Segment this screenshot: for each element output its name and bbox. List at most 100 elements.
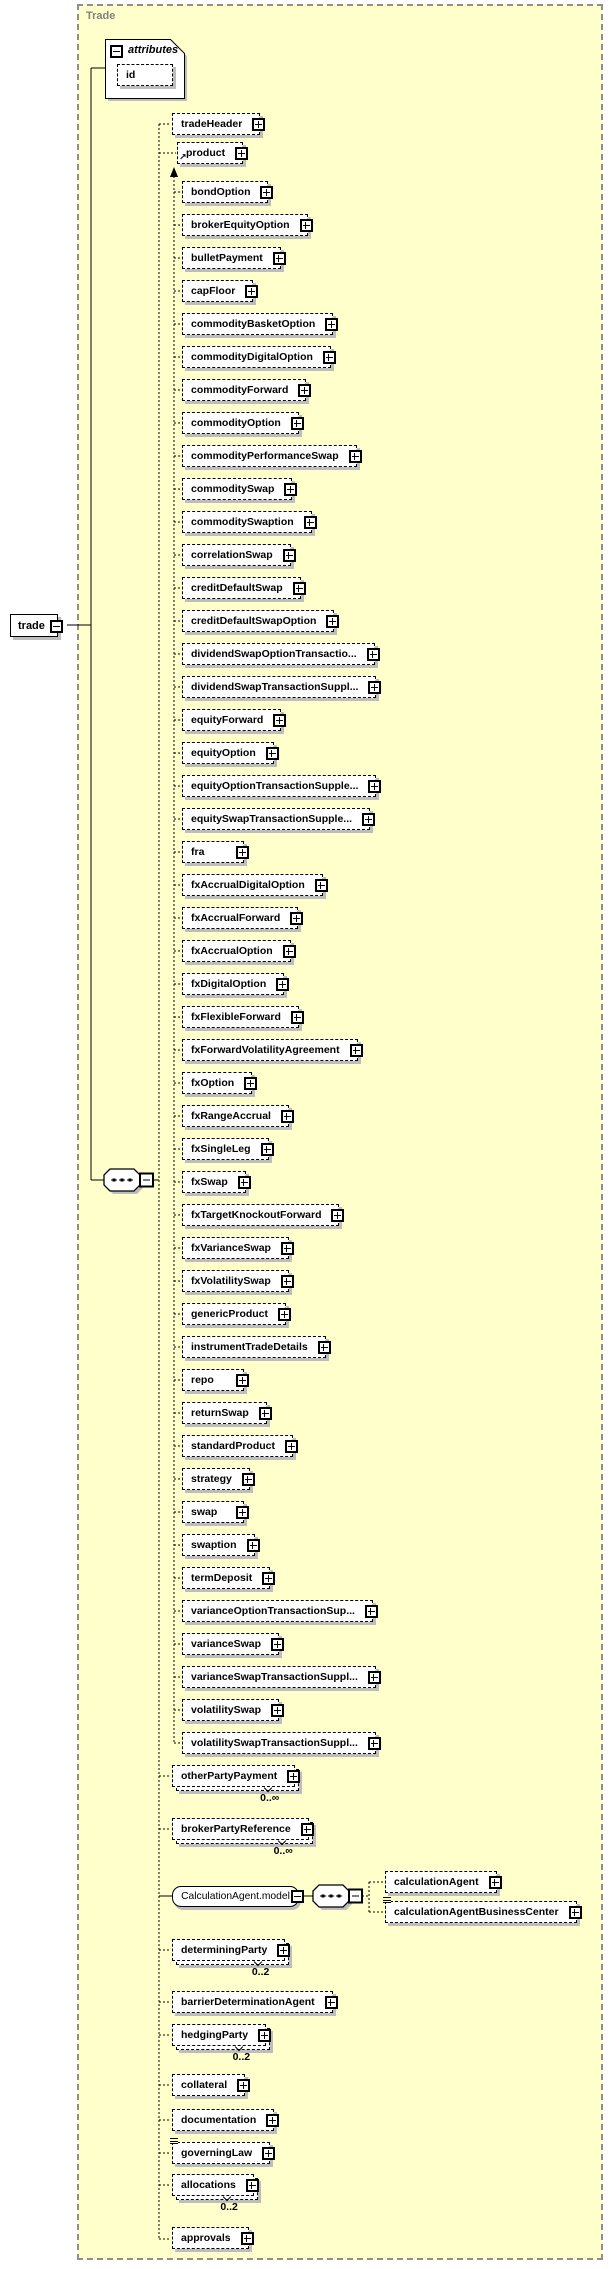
element-node-dividendSwapOptionTransactio[interactable]: dividendSwapOptionTransactio...: [182, 643, 380, 665]
element-box[interactable]: fxTargetKnockoutForward: [182, 1204, 345, 1226]
expand-icon[interactable]: [237, 2079, 251, 2092]
element-node-equityForward[interactable]: equityForward: [182, 709, 287, 731]
element-node-brokerEquityOption[interactable]: brokerEquityOption: [182, 214, 313, 236]
element-box[interactable]: equityOption: [182, 742, 279, 764]
element-box[interactable]: commoditySwaption: [182, 511, 317, 533]
expand-icon[interactable]: [258, 2029, 272, 2042]
element-node-fxVarianceSwap[interactable]: fxVarianceSwap: [182, 1237, 294, 1259]
expand-icon[interactable]: [262, 2147, 276, 2160]
expand-icon[interactable]: [299, 219, 313, 232]
collapse-icon[interactable]: [110, 45, 123, 58]
attribute-node-id[interactable]: id: [117, 64, 173, 86]
expand-icon[interactable]: [272, 252, 286, 265]
element-node-fxTargetKnockoutForward[interactable]: fxTargetKnockoutForward: [182, 1204, 345, 1226]
model-group-box[interactable]: CalculationAgent.model: [172, 1886, 304, 1907]
element-box[interactable]: collateral: [172, 2074, 251, 2096]
element-box[interactable]: determiningParty: [172, 1939, 291, 1961]
element-box[interactable]: instrumentTradeDetails: [182, 1336, 331, 1358]
expand-icon[interactable]: [271, 1704, 285, 1717]
element-box[interactable]: fxSingleLeg: [182, 1138, 274, 1160]
expand-icon[interactable]: [568, 1906, 582, 1919]
element-node-creditDefaultSwap[interactable]: creditDefaultSwap: [182, 577, 306, 599]
expand-icon[interactable]: [278, 1308, 292, 1321]
element-box[interactable]: calculationAgentBusinessCenter: [383, 1897, 582, 1923]
element-box[interactable]: otherPartyPayment: [172, 1765, 301, 1787]
element-box[interactable]: commodityForward: [182, 379, 312, 401]
expand-icon[interactable]: [290, 417, 304, 430]
element-box[interactable]: equityOptionTransactionSupple...: [182, 775, 382, 797]
element-node-commodityPerformanceSwap[interactable]: commodityPerformanceSwap: [182, 445, 362, 467]
element-box[interactable]: termDeposit: [182, 1567, 276, 1589]
element-node-fra[interactable]: fra: [182, 841, 249, 863]
expand-icon[interactable]: [367, 1737, 381, 1750]
collapse-icon[interactable]: [348, 1888, 363, 1904]
expand-icon[interactable]: [280, 1110, 294, 1123]
expand-icon[interactable]: [277, 1944, 291, 1957]
element-box[interactable]: fxVolatilitySwap: [182, 1270, 294, 1292]
expand-icon[interactable]: [287, 1770, 301, 1783]
element-box[interactable]: capFloor: [182, 280, 259, 302]
element-node-equitySwapTransactionSupple[interactable]: equitySwapTransactionSupple...: [182, 808, 376, 830]
element-box[interactable]: strategy: [182, 1468, 255, 1490]
element-box[interactable]: allocations: [172, 2174, 259, 2196]
element-box[interactable]: equitySwapTransactionSupple...: [182, 808, 376, 830]
expand-icon[interactable]: [284, 483, 298, 496]
expand-icon[interactable]: [285, 1440, 299, 1453]
element-box[interactable]: varianceSwapTransactionSuppl...: [182, 1666, 381, 1688]
element-box[interactable]: approvals: [172, 2227, 254, 2249]
element-box[interactable]: fxVarianceSwap: [182, 1237, 294, 1259]
element-node-approvals[interactable]: approvals: [172, 2227, 254, 2249]
element-box[interactable]: ↗product: [177, 142, 249, 164]
element-node-fxRangeAccrual[interactable]: fxRangeAccrual: [182, 1105, 294, 1127]
expand-icon[interactable]: [235, 147, 249, 160]
element-node-fxDigitalOption[interactable]: fxDigitalOption: [182, 973, 290, 995]
element-node-documentation[interactable]: documentation: [172, 2109, 280, 2131]
element-box[interactable]: bulletPayment: [182, 247, 286, 269]
element-node-creditDefaultSwapOption[interactable]: creditDefaultSwapOption: [182, 610, 340, 632]
expand-icon[interactable]: [260, 1143, 274, 1156]
expand-icon[interactable]: [273, 714, 287, 727]
element-box[interactable]: fxFlexibleForward: [182, 1006, 304, 1028]
element-node-fxSwap[interactable]: fxSwap: [182, 1171, 251, 1193]
expand-icon[interactable]: [317, 1341, 331, 1354]
collapse-icon[interactable]: [291, 1890, 304, 1903]
element-box[interactable]: commodityOption: [182, 412, 304, 434]
element-node-commodityOption[interactable]: commodityOption: [182, 412, 304, 434]
expand-icon[interactable]: [260, 186, 274, 199]
element-node-fxForwardVolatilityAgreement[interactable]: fxForwardVolatilityAgreement: [182, 1039, 363, 1061]
element-box[interactable]: fxAccrualDigitalOption: [182, 874, 328, 896]
expand-icon[interactable]: [290, 912, 304, 925]
element-box[interactable]: varianceSwap: [182, 1633, 285, 1655]
element-box[interactable]: creditDefaultSwap: [182, 577, 306, 599]
element-node-fxAccrualDigitalOption[interactable]: fxAccrualDigitalOption: [182, 874, 328, 896]
element-box[interactable]: fxSwap: [182, 1171, 251, 1193]
element-node-fxVolatilitySwap[interactable]: fxVolatilitySwap: [182, 1270, 294, 1292]
element-node-genericProduct[interactable]: genericProduct: [182, 1303, 292, 1325]
element-node-swap[interactable]: swap: [182, 1501, 249, 1523]
element-box[interactable]: fxOption: [182, 1072, 258, 1094]
expand-icon[interactable]: [298, 384, 312, 397]
expand-icon[interactable]: [245, 285, 259, 298]
expand-icon[interactable]: [324, 1996, 338, 2009]
element-node-repo[interactable]: repo: [182, 1369, 249, 1391]
element-box[interactable]: bondOption: [182, 181, 274, 203]
expand-icon[interactable]: [300, 1823, 314, 1836]
element-box[interactable]: fra: [182, 841, 249, 863]
expand-icon[interactable]: [367, 1671, 381, 1684]
expand-icon[interactable]: [290, 1011, 304, 1024]
expand-icon[interactable]: [348, 450, 362, 463]
element-node-bondOption[interactable]: bondOption: [182, 181, 274, 203]
collapse-icon[interactable]: [139, 1172, 154, 1188]
element-node-commodityBasketOption[interactable]: commodityBasketOption: [182, 313, 339, 335]
expand-icon[interactable]: [244, 1077, 258, 1090]
element-node-dividendSwapTransactionSuppl[interactable]: dividendSwapTransactionSuppl...: [182, 676, 382, 698]
element-node-termDeposit[interactable]: termDeposit: [182, 1567, 276, 1589]
element-node-fxAccrualOption[interactable]: fxAccrualOption: [182, 940, 296, 962]
element-box[interactable]: hedgingParty: [172, 2024, 272, 2046]
element-node-instrumentTradeDetails[interactable]: instrumentTradeDetails: [182, 1336, 331, 1358]
element-node-product[interactable]: ↗product: [177, 142, 249, 164]
element-node-strategy[interactable]: strategy: [182, 1468, 255, 1490]
trade-root-element[interactable]: trade: [10, 614, 63, 637]
